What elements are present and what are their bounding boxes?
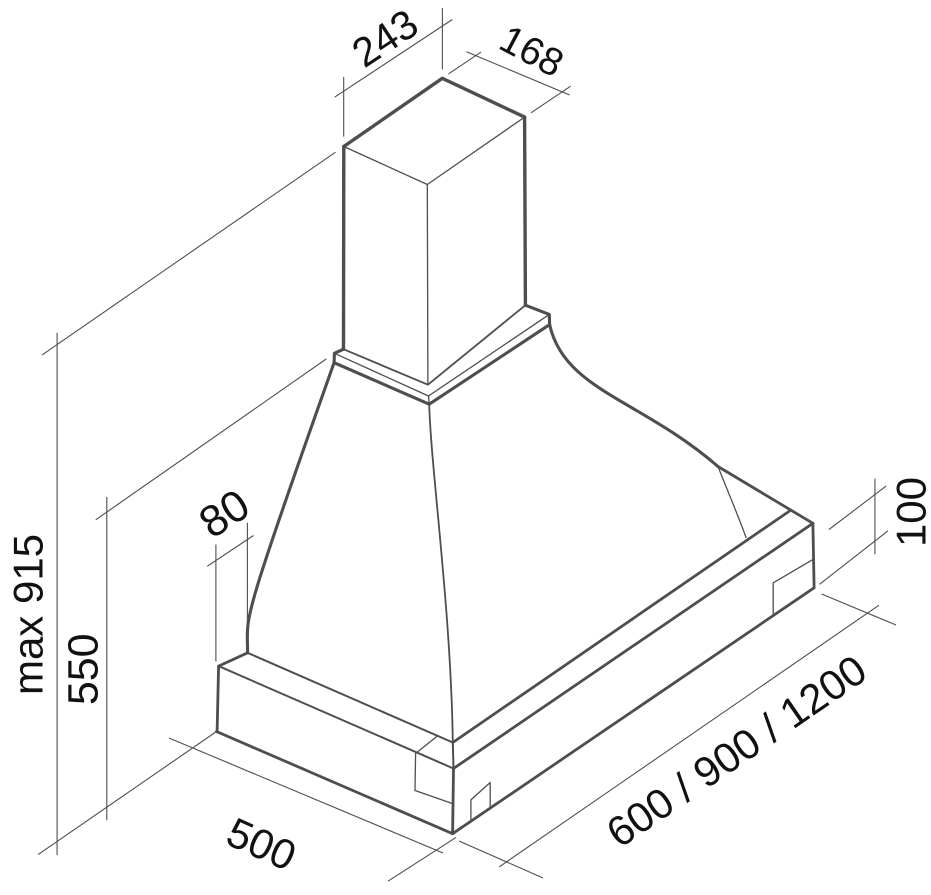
svg-text:550: 550 — [60, 633, 108, 705]
svg-text:600 / 900 / 1200: 600 / 900 / 1200 — [598, 646, 875, 857]
svg-text:243: 243 — [344, 0, 426, 76]
svg-text:max 915: max 915 — [5, 534, 52, 695]
svg-text:80: 80 — [191, 480, 259, 548]
svg-text:500: 500 — [220, 808, 303, 879]
svg-text:100: 100 — [887, 477, 931, 547]
svg-text:168: 168 — [493, 17, 571, 86]
